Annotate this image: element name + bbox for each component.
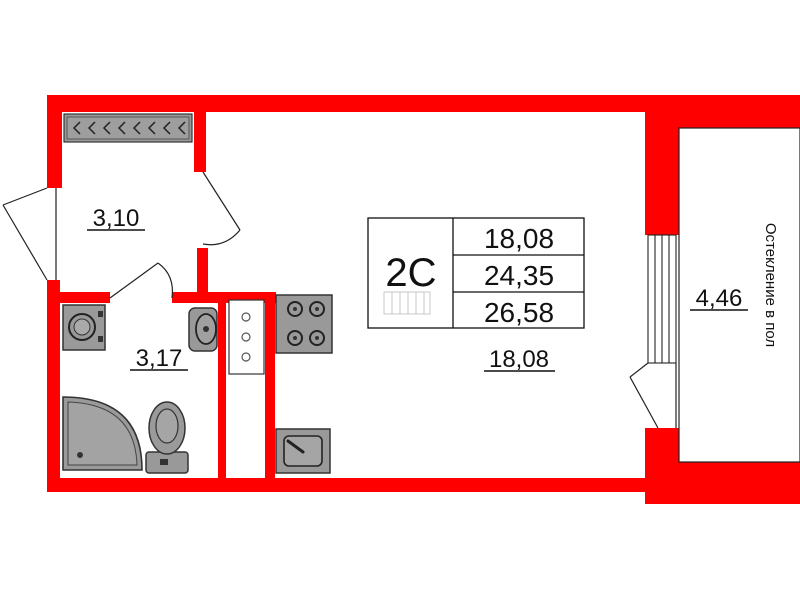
wall-niche-right bbox=[265, 292, 275, 482]
wall-left-lower bbox=[47, 280, 60, 492]
balcony-door bbox=[629, 362, 677, 429]
wall-bath-top-left bbox=[47, 292, 110, 303]
wall-bottom bbox=[47, 478, 680, 492]
washing-machine-icon bbox=[62, 304, 106, 351]
wall-bottom-right bbox=[645, 462, 800, 504]
balcony-glazing-note: Остекление в пол bbox=[762, 223, 779, 347]
area-living-value: 18,08 bbox=[484, 223, 554, 254]
toilet-icon bbox=[145, 401, 189, 474]
bath-door bbox=[109, 262, 174, 299]
stove-icon bbox=[275, 294, 333, 354]
shower-tray-icon bbox=[62, 396, 143, 471]
room-area-hall: 3,10 bbox=[93, 205, 140, 232]
area-total-balcony-value: 26,58 bbox=[484, 297, 554, 328]
apartment-type-label: 2С bbox=[385, 251, 436, 295]
room-area-bathroom: 3,17 bbox=[136, 345, 183, 372]
room-area-balcony: 4,46 bbox=[696, 285, 743, 312]
walls bbox=[47, 95, 800, 504]
compact-pattern bbox=[383, 291, 431, 315]
room-door bbox=[202, 171, 241, 246]
kitchen-sink-icon bbox=[275, 428, 331, 474]
sink-icon bbox=[188, 307, 218, 352]
room-area-living: 18,08 bbox=[489, 346, 549, 373]
wall-bath-right bbox=[218, 292, 226, 482]
wall-top bbox=[47, 95, 800, 112]
area-total-value: 24,35 bbox=[484, 260, 554, 291]
wardrobe-hangers-icon bbox=[63, 113, 193, 143]
shelf-unit-icon bbox=[228, 299, 265, 375]
wall-partition-upper bbox=[194, 112, 206, 172]
wall-left-upper bbox=[47, 95, 62, 188]
wall-top-right bbox=[645, 95, 800, 128]
balcony-frame bbox=[678, 127, 800, 463]
wall-partition-lower bbox=[197, 248, 208, 298]
area-summary-table bbox=[367, 217, 585, 329]
entrance-door bbox=[2, 187, 57, 281]
balcony-window bbox=[647, 234, 677, 364]
